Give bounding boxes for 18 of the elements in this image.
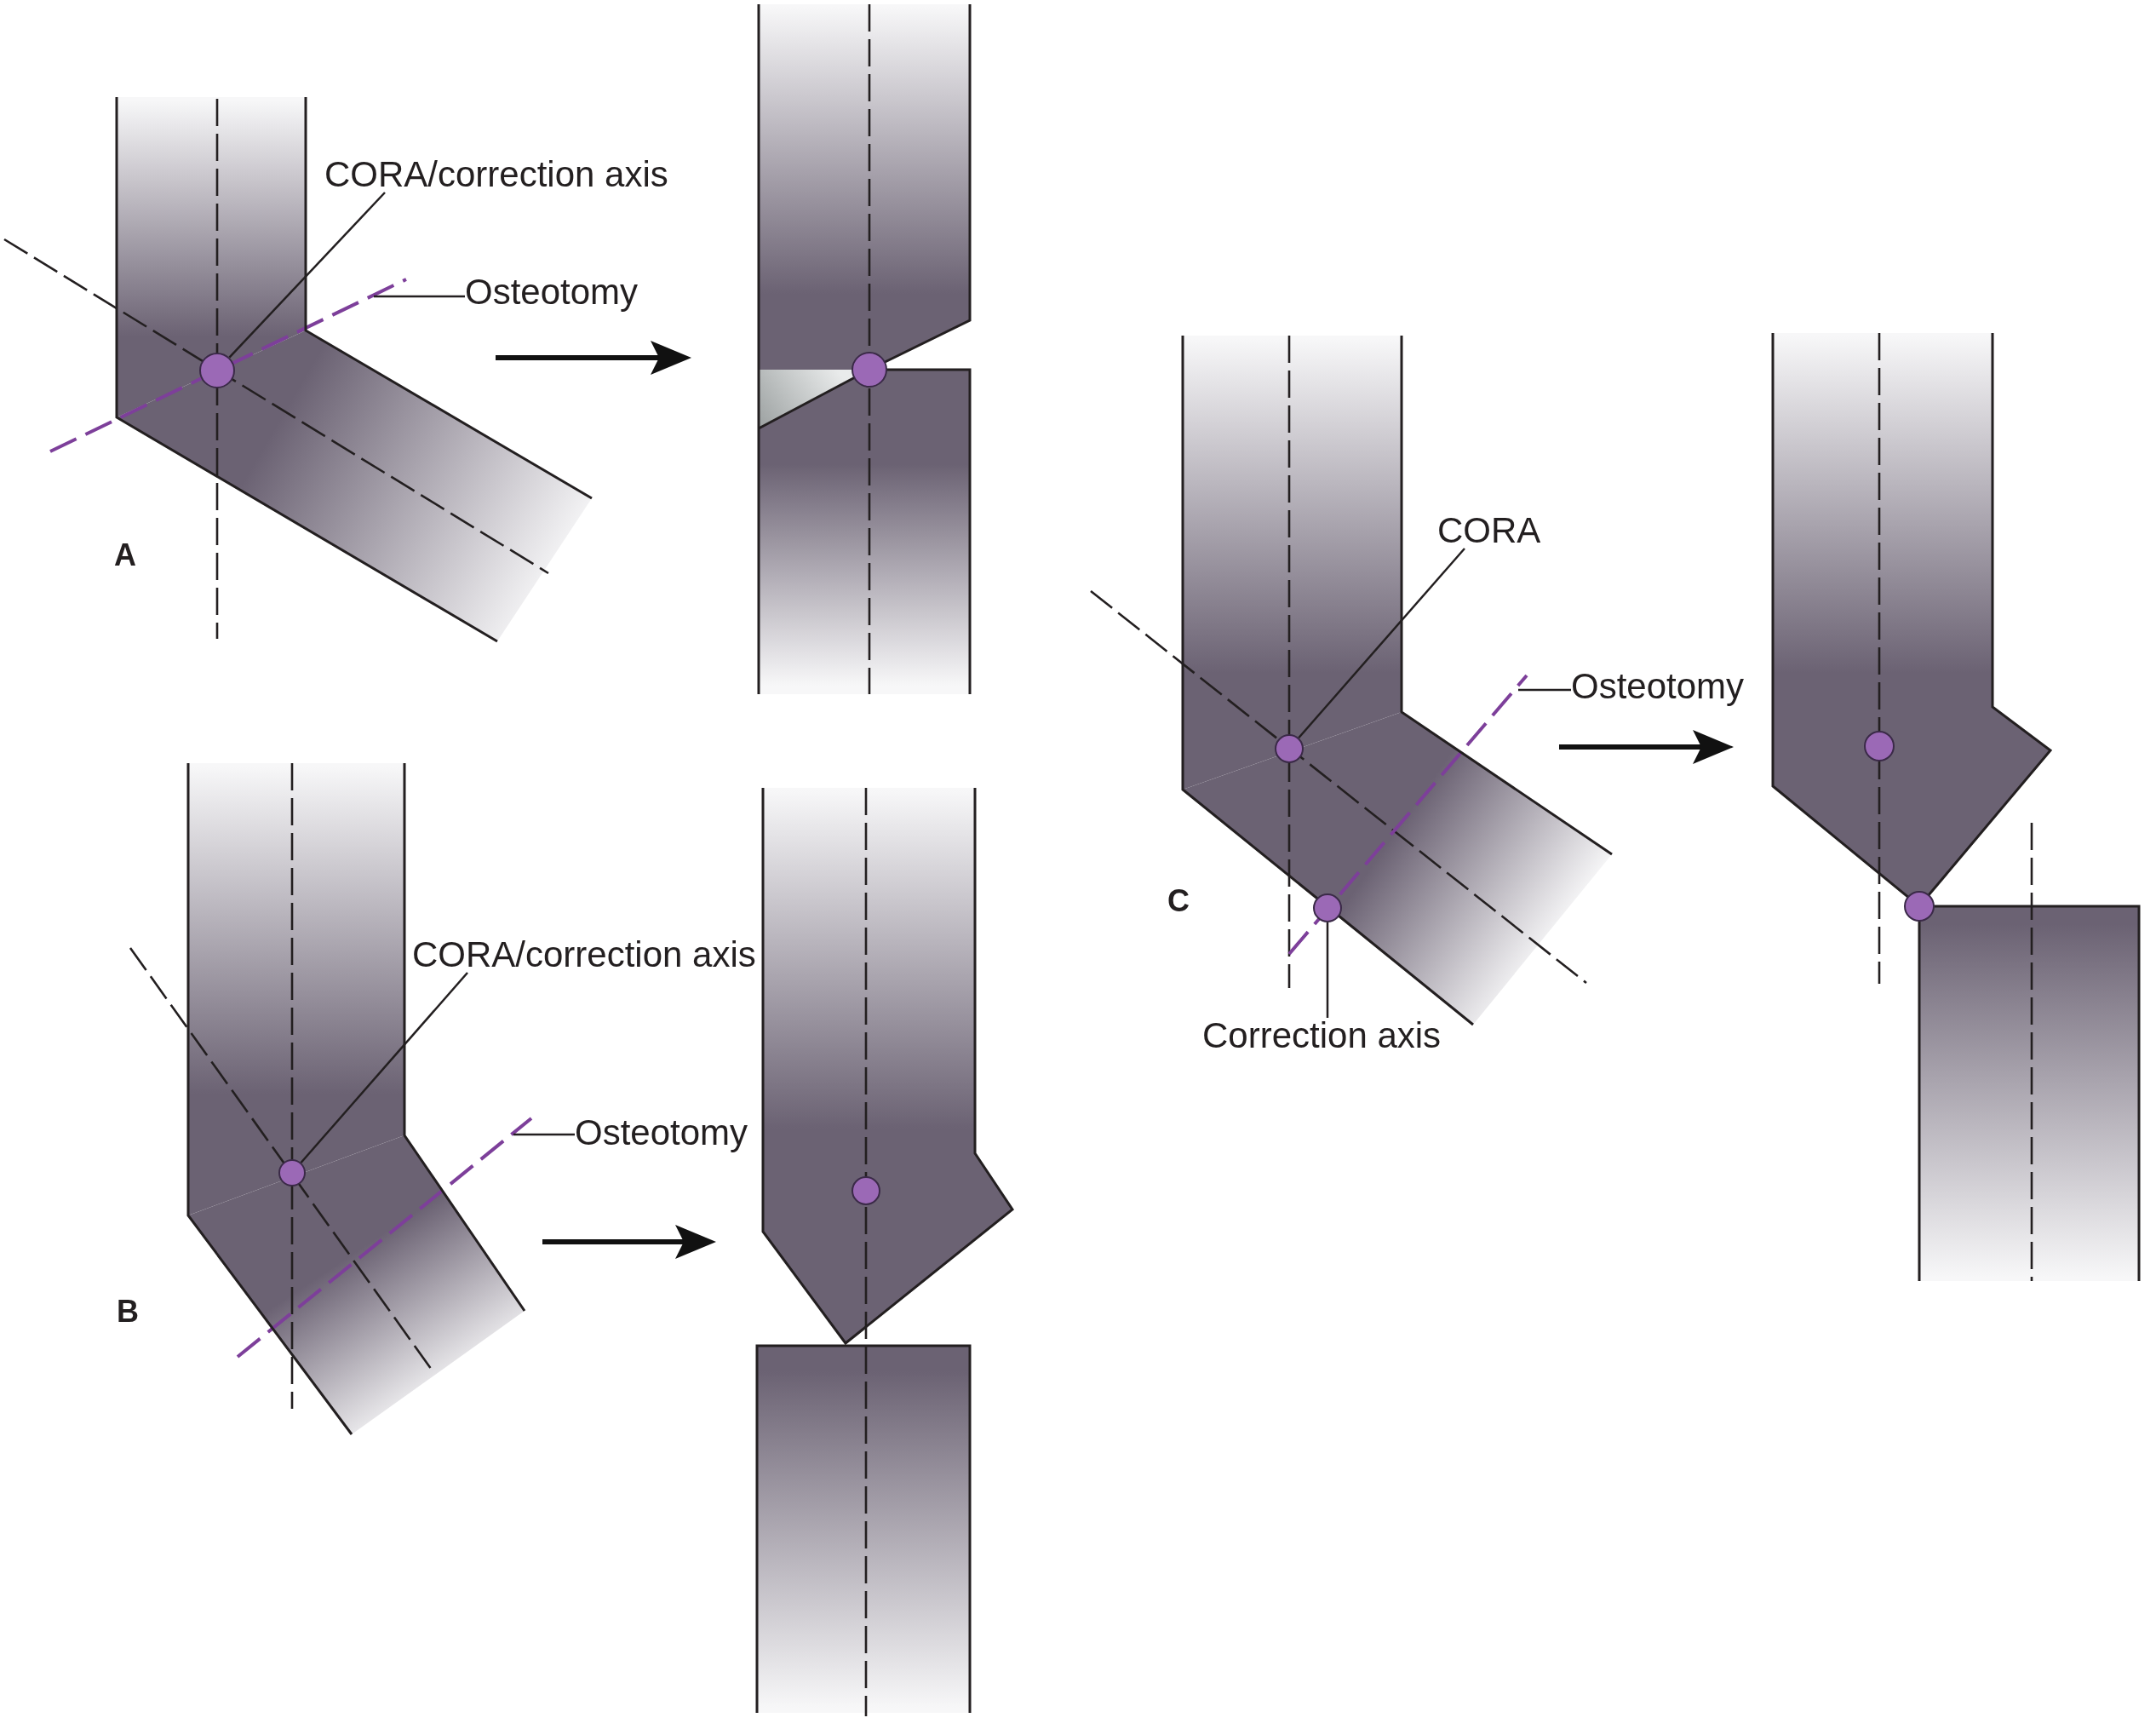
leader-line <box>374 295 465 298</box>
panel-label: B <box>117 1296 139 1327</box>
leader-line <box>1298 548 1465 739</box>
leader-line <box>300 972 468 1163</box>
leader-line <box>513 1133 575 1136</box>
leader-line <box>228 192 386 359</box>
callout-label: Osteotomy <box>1571 669 1745 704</box>
callout-label: CORA <box>1437 513 1541 549</box>
leader-line <box>1326 922 1329 1018</box>
leader-line <box>1518 688 1571 692</box>
pivot-dot <box>1313 893 1342 922</box>
callout-label: Osteotomy <box>465 274 639 310</box>
panel-label: C <box>1167 886 1190 916</box>
callout-label: CORA/correction axis <box>412 937 756 973</box>
panel-label: A <box>114 540 136 571</box>
callout-label: CORA/correction axis <box>324 157 668 192</box>
callout-label: Osteotomy <box>575 1115 748 1151</box>
callout-label: Correction axis <box>1202 1018 1442 1054</box>
